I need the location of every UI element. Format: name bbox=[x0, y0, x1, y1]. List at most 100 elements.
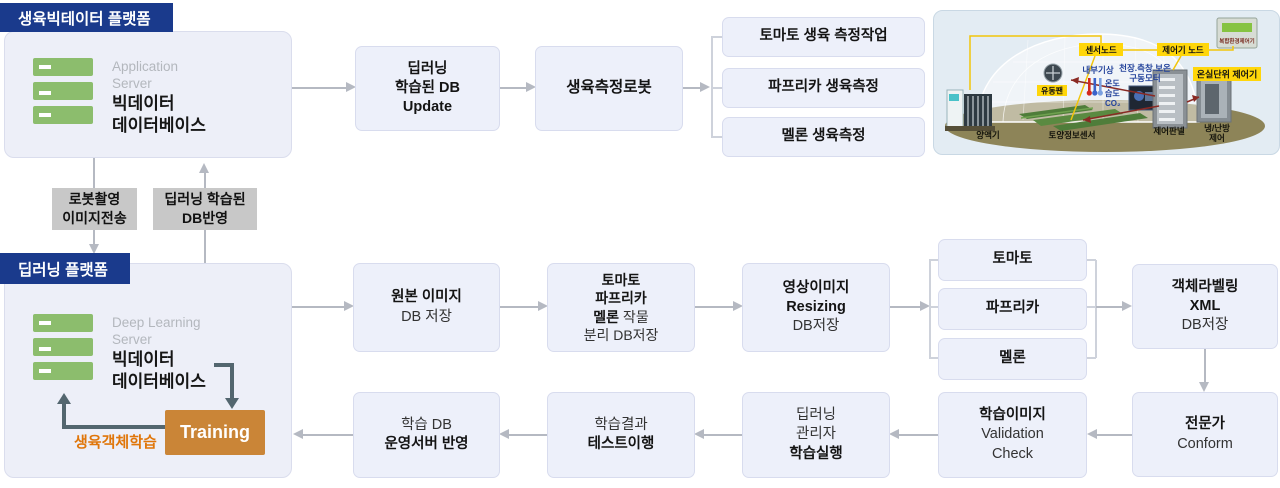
bracket-line bbox=[929, 306, 938, 308]
flow-box-deploy-db: 학습 DB 운영서버 반영 bbox=[353, 392, 500, 478]
box-line: 학습실행 bbox=[789, 445, 843, 462]
arrow-right-icon bbox=[1122, 301, 1132, 311]
connector-line bbox=[292, 306, 344, 308]
connector-line bbox=[500, 87, 526, 89]
controller-node-label: 제어기 노드 bbox=[1162, 45, 1204, 55]
connector-line bbox=[890, 306, 920, 308]
training-connector bbox=[62, 425, 165, 429]
arrow-left-icon bbox=[694, 429, 704, 439]
control-arrows bbox=[1070, 77, 1200, 123]
box-line: 생육측정로봇 bbox=[566, 79, 652, 97]
humidity-label: 습도 bbox=[1105, 88, 1120, 98]
label-line: 로봇촬영 bbox=[68, 191, 121, 208]
bracket-line bbox=[1087, 306, 1096, 308]
box-line: DB 저장 bbox=[401, 308, 452, 325]
ground-labels: 양액기 토양정보센서 제어판넬 냉/난방 제어 bbox=[976, 123, 1230, 143]
training-label: Training bbox=[179, 422, 250, 442]
control-cabinet bbox=[1152, 69, 1188, 129]
hvac-label: 제어 bbox=[1209, 133, 1225, 143]
flow-box-xml-labeling: 객체라벨링 XML DB저장 bbox=[1132, 264, 1278, 349]
flow-box-validation-check: 학습이미지 Validation Check bbox=[938, 392, 1087, 478]
arrow-left-icon bbox=[889, 429, 899, 439]
arrow-down-icon bbox=[89, 244, 99, 254]
box-line: 파프리카 bbox=[595, 290, 647, 307]
greenhouse-illustration: 복합환경제어기 bbox=[933, 10, 1280, 155]
label-line: 딥러닝 학습된 bbox=[164, 191, 246, 208]
server-title: 빅데이터 bbox=[112, 349, 175, 369]
server-subtitle: Application bbox=[112, 59, 179, 74]
connector-line bbox=[292, 87, 346, 89]
arrow-right-icon bbox=[344, 301, 354, 311]
bracket-line bbox=[929, 259, 938, 261]
control-panel-label: 제어판넬 bbox=[1153, 126, 1184, 136]
arrow-right-icon bbox=[538, 301, 548, 311]
flow-box-db-update: 딥러닝 학습된 DB Update bbox=[355, 46, 500, 131]
arrow-left-icon bbox=[1087, 429, 1097, 439]
arrow-right-icon bbox=[346, 82, 356, 92]
arrow-right-icon bbox=[700, 82, 710, 92]
device-label: 복합환경제어기 bbox=[1219, 37, 1254, 45]
transfer-label-robot-images: 로봇촬영 이미지전송 bbox=[52, 188, 137, 230]
box-line: 학습결과 bbox=[594, 416, 648, 433]
server-labels: Application Server 빅데이터 데이터베이스 bbox=[112, 58, 206, 137]
crop-rows bbox=[1019, 105, 1148, 131]
training-connector bbox=[230, 363, 234, 399]
server-subtitle: Server bbox=[112, 76, 152, 92]
drive-motor bbox=[1128, 85, 1156, 111]
arrow-down-icon bbox=[225, 398, 239, 409]
bracket-line bbox=[929, 357, 938, 359]
box-line: 딥러닝 bbox=[407, 60, 448, 77]
crop-box-melon: 멜론 bbox=[938, 338, 1087, 380]
label-line: DB반영 bbox=[182, 210, 228, 226]
server-icon bbox=[33, 58, 93, 124]
label-line: 이미지전송 bbox=[62, 210, 127, 226]
fan-label: 유동팬 bbox=[1041, 86, 1063, 96]
soil-sensor-label: 토양정보센서 bbox=[1049, 130, 1096, 140]
box-line: 토마토 bbox=[601, 272, 641, 289]
box-line: DB저장 bbox=[792, 318, 840, 335]
connector-line bbox=[509, 434, 547, 436]
box-line: Update bbox=[402, 99, 453, 116]
deep-platform-badge: 딥러닝 플랫폼 bbox=[0, 253, 130, 284]
box-line: Validation bbox=[981, 426, 1044, 443]
motors-label: 구동모터 bbox=[1129, 73, 1160, 83]
box-line: 학습된 DB bbox=[395, 79, 460, 96]
bracket-line bbox=[929, 260, 931, 358]
sensor-node-label: 센서노드 bbox=[1085, 45, 1116, 55]
transfer-label-db-apply: 딥러닝 학습된 DB반영 bbox=[153, 188, 257, 230]
arrow-right-icon bbox=[733, 301, 743, 311]
growth-platform-badge-label: 생육빅테이터 플랫폼 bbox=[18, 10, 151, 28]
indoor-weather-label: 내부기상 bbox=[1082, 65, 1113, 75]
box-line: 멜론 생육측정 bbox=[781, 128, 866, 145]
flow-box-growth-robot: 생육측정로봇 bbox=[535, 46, 683, 131]
box-line: 딥러닝 bbox=[795, 407, 837, 424]
box-line: XML bbox=[1189, 297, 1221, 314]
box-line: 객체라벨링 bbox=[1171, 278, 1239, 295]
arrow-right-icon bbox=[526, 82, 536, 92]
sensor-wires bbox=[969, 35, 1234, 121]
flow-box-test-run: 학습결과 테스트이행 bbox=[547, 392, 695, 478]
thermometer-icons bbox=[1086, 78, 1103, 96]
nutrient-machine bbox=[945, 89, 995, 131]
hvac-unit bbox=[1196, 75, 1232, 123]
deep-learning-server-block: Deep Learning Server 빅데이터 데이터베이스 bbox=[33, 314, 206, 393]
box-line: 파프리카 생육측정 bbox=[768, 79, 879, 96]
server-icon bbox=[33, 314, 93, 380]
server-title: 빅데이터 bbox=[112, 93, 175, 113]
training-box: Training bbox=[165, 410, 265, 455]
connector-line bbox=[704, 434, 742, 436]
application-server-block: Application Server 빅데이터 데이터베이스 bbox=[33, 58, 206, 137]
connector-line bbox=[500, 306, 538, 308]
growth-platform-badge: 생육빅테이터 플랫폼 bbox=[0, 3, 173, 32]
connector-line bbox=[695, 306, 733, 308]
connector-line bbox=[303, 434, 353, 436]
flow-box-original-image-store: 원본 이미지 DB 저장 bbox=[353, 263, 500, 352]
arrow-up-icon bbox=[57, 393, 71, 404]
server-subtitle: Deep Learning bbox=[112, 315, 201, 330]
box-line: 토마토 생육 측정작업 bbox=[759, 28, 888, 45]
task-box-paprika: 파프리카 생육측정 bbox=[722, 68, 925, 108]
bracket-line bbox=[1087, 259, 1096, 261]
server-subtitle: Server bbox=[112, 332, 152, 348]
box-line: 멜론 bbox=[999, 350, 1026, 367]
